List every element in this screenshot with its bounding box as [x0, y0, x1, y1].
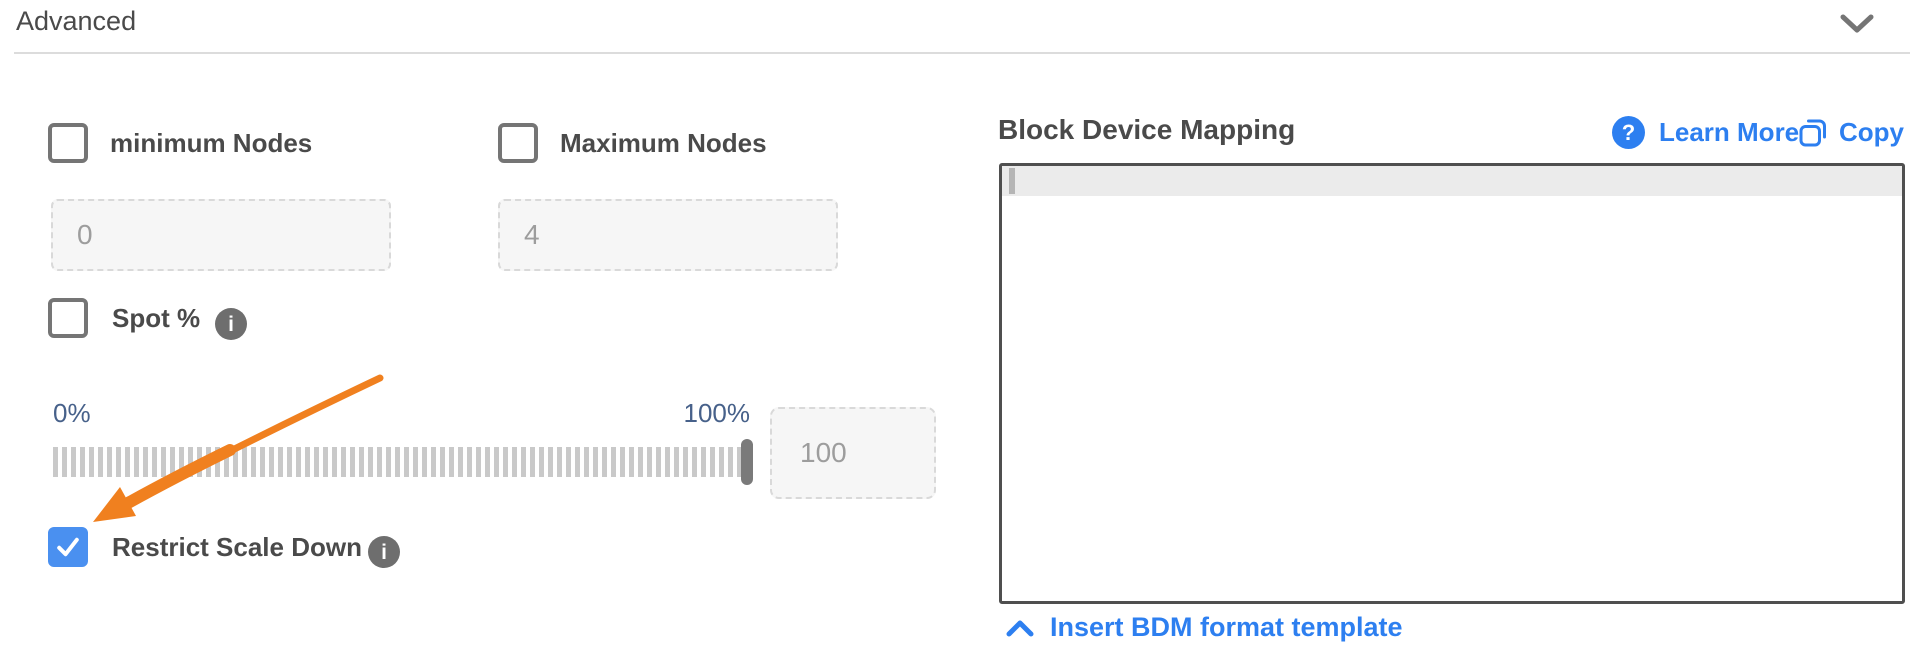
copy-icon [1799, 119, 1826, 147]
bdm-heading: Block Device Mapping [998, 114, 1296, 145]
help-icon: ? [1612, 116, 1645, 149]
section-title: Advanced [16, 6, 137, 36]
restrict-scale-down-label[interactable]: Restrict Scale Down [112, 531, 362, 562]
learn-more-label: Learn More [1659, 117, 1800, 147]
slider-track[interactable] [53, 439, 753, 485]
editor-active-line [1002, 166, 1902, 196]
section-divider [14, 52, 1910, 54]
slider-handle[interactable] [741, 439, 753, 485]
slider-min-label: 0% [53, 398, 91, 428]
spot-percentage-slider: 0% 100% [53, 398, 753, 485]
copy-label: Copy [1839, 117, 1904, 147]
insert-bdm-template-link[interactable]: Insert BDM format template [1006, 612, 1403, 643]
maximum-nodes-input[interactable] [498, 199, 838, 271]
learn-more-link[interactable]: ? Learn More [1612, 116, 1799, 149]
spot-percentage-input[interactable] [770, 407, 936, 499]
restrict-info-icon[interactable]: i [368, 536, 400, 568]
spot-info-icon[interactable]: i [215, 308, 247, 340]
restrict-scale-down-checkbox[interactable] [48, 527, 88, 567]
spot-percentage-label[interactable]: Spot % [112, 302, 201, 333]
maximum-nodes-label[interactable]: Maximum Nodes [560, 127, 767, 158]
annotation-arrow [93, 374, 384, 522]
copy-button[interactable]: Copy [1798, 117, 1904, 148]
minimum-nodes-input[interactable] [51, 199, 391, 271]
minimum-nodes-label[interactable]: minimum Nodes [110, 127, 313, 158]
chevron-down-icon[interactable] [1840, 14, 1874, 34]
spot-percentage-checkbox[interactable] [48, 298, 88, 338]
slider-max-label: 100% [683, 398, 751, 428]
slider-labels: 0% 100% [53, 398, 751, 428]
editor-cursor [1009, 168, 1015, 194]
minimum-nodes-checkbox[interactable] [48, 123, 88, 163]
bdm-editor[interactable] [999, 163, 1905, 604]
maximum-nodes-checkbox[interactable] [498, 123, 538, 163]
checkmark-icon [57, 537, 79, 557]
insert-bdm-template-label: Insert BDM format template [1050, 612, 1403, 642]
chevron-up-icon [1006, 620, 1034, 636]
